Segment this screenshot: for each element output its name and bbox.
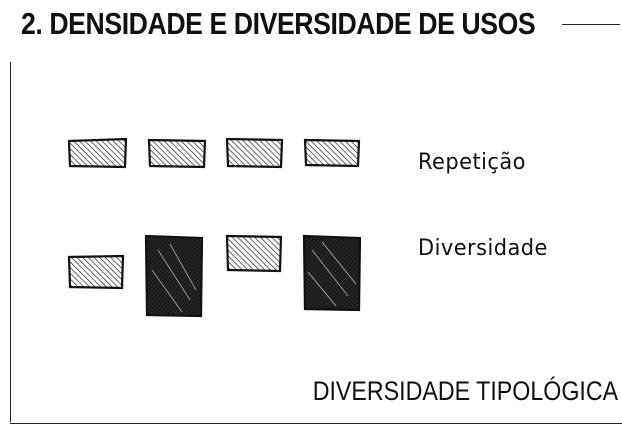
frame-left-border <box>10 62 11 422</box>
block-light-2 <box>147 138 207 169</box>
title-rule-line <box>562 24 620 25</box>
diversity-label: Diversidade <box>418 236 548 261</box>
frame-bottom-border <box>10 423 622 424</box>
block-light-4 <box>303 138 361 168</box>
block-dense-1 <box>144 234 204 318</box>
repetition-row <box>67 137 361 169</box>
block-light-3 <box>225 137 284 169</box>
repetition-label: Repetição <box>418 150 526 175</box>
block-light-5 <box>67 254 125 290</box>
block-dense-2 <box>302 234 362 312</box>
block-light-6 <box>225 234 283 273</box>
diagram-caption: DIVERSIDADE TIPOLÓGICA <box>312 376 618 406</box>
section-title: 2. DENSIDADE E DIVERSIDADE DE USOS <box>21 6 536 41</box>
block-light-1 <box>67 137 128 169</box>
diversity-row <box>67 234 362 318</box>
